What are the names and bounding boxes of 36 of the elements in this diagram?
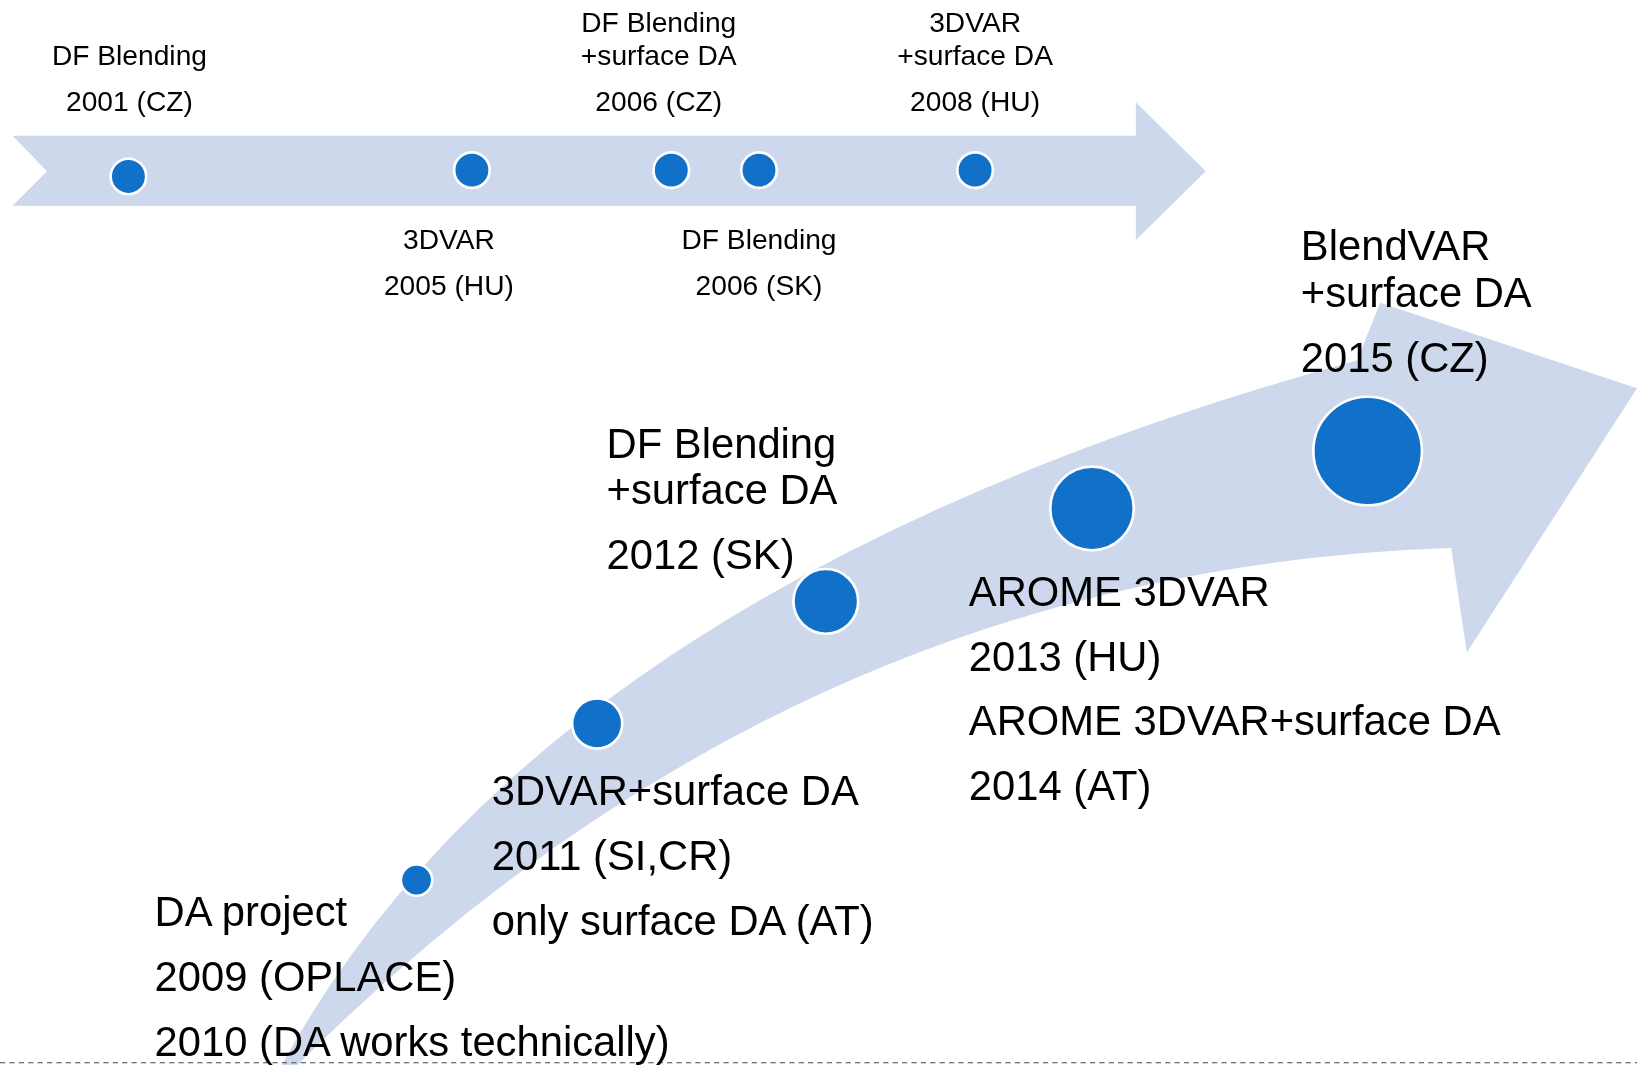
- milestone-label: +surface DA: [897, 41, 1053, 70]
- milestone-label: 2012 (SK): [606, 534, 795, 577]
- milestone-label: 2010 (DA works technically): [154, 1021, 670, 1063]
- timeline-dot: [452, 151, 491, 190]
- milestone-label: 3DVAR: [403, 224, 495, 254]
- milestone-label: +surface DA: [580, 41, 737, 70]
- milestone-label: 2006 (CZ): [595, 87, 723, 116]
- milestone-label: DF Blending: [581, 7, 737, 36]
- milestone-label: 2008 (HU): [910, 87, 1041, 116]
- timeline-dot: [109, 157, 148, 196]
- milestone-label: 2015 (CZ): [1300, 337, 1489, 379]
- milestone-label: +surface DA: [1300, 272, 1532, 315]
- timeline-dot: [652, 151, 691, 190]
- milestone-label: DF Blending: [606, 422, 837, 465]
- timeline-dot: [570, 697, 624, 750]
- timeline-dot: [1312, 395, 1424, 507]
- milestone-label: DA project: [154, 891, 348, 934]
- milestone-label: 2011 (SI,CR): [491, 835, 733, 877]
- timeline-dot: [792, 567, 860, 635]
- timeline-dot: [399, 863, 434, 898]
- milestone-label: 2014 (AT): [968, 765, 1152, 807]
- timeline-dot: [1048, 465, 1136, 552]
- milestone-label: DF Blending: [681, 224, 837, 254]
- milestone-label: BlendVAR: [1300, 225, 1491, 268]
- milestone-label: 2005 (HU): [383, 270, 514, 300]
- milestone-label: AROME 3DVAR+surface DA: [968, 700, 1501, 743]
- milestone-label: DF Blending: [51, 41, 207, 70]
- milestone-label: 2001 (CZ): [66, 87, 193, 116]
- milestone-label: AROME 3DVAR: [968, 571, 1270, 613]
- milestone-label: +surface DA: [606, 468, 838, 511]
- milestone-label: 3DVAR: [929, 7, 1021, 36]
- milestone-label: 2006 (SK): [695, 270, 823, 300]
- milestone-label: only surface DA (AT): [491, 899, 874, 942]
- milestone-label: 2009 (OPLACE): [154, 956, 457, 999]
- milestone-label: 2013 (HU): [968, 635, 1162, 678]
- milestone-label: 3DVAR+surface DA: [491, 770, 859, 813]
